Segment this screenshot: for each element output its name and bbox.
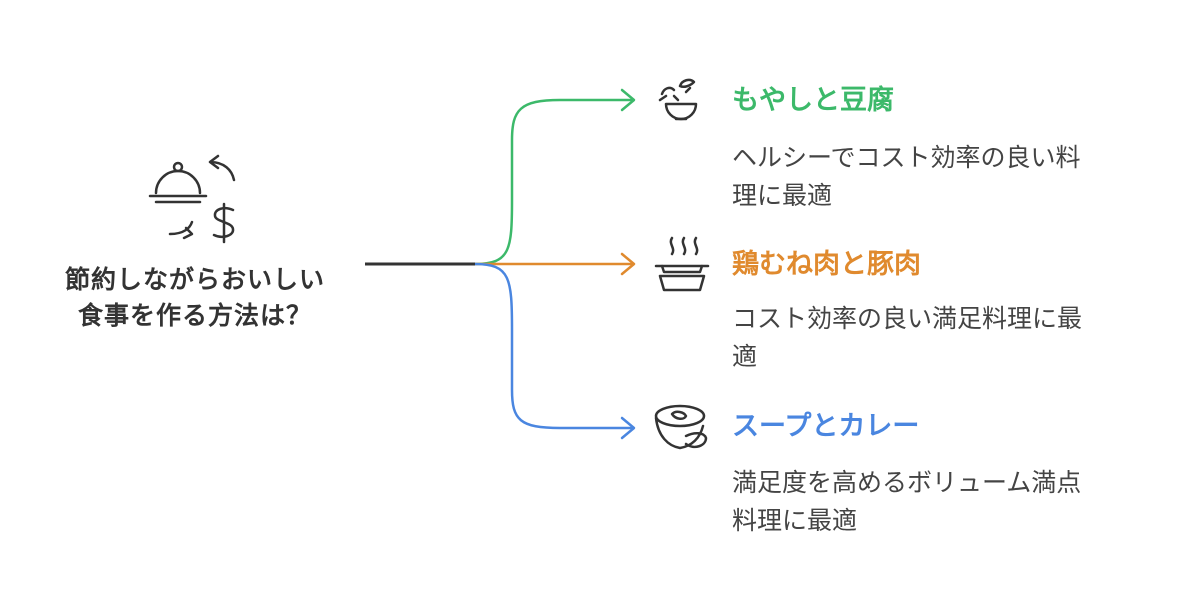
branch-2-description-line-1: コスト効率の良い満足料理に最 bbox=[732, 304, 1083, 333]
branch-2-description-line-2: 適 bbox=[732, 342, 758, 371]
branch-1-title: もやしと豆腐 bbox=[732, 85, 894, 116]
soup-bowl-spoon-icon bbox=[654, 404, 708, 450]
branch-3-description-line-1: 満足度を高めるボリューム満点 bbox=[732, 468, 1082, 497]
branch-3-description: 満足度を高めるボリューム満点 料理に最適 bbox=[732, 464, 1172, 540]
branch-3-description-line-2: 料理に最適 bbox=[732, 506, 858, 535]
connector-branch-1 bbox=[474, 98, 632, 266]
branch-2-title: 鶏むね肉と豚肉 bbox=[732, 249, 921, 280]
sprouts-bowl-icon bbox=[658, 78, 698, 121]
branch-1-description: ヘルシーでコスト効率の良い料 理に最適 bbox=[732, 139, 1172, 215]
connector-branch-3 bbox=[474, 262, 632, 430]
branch-1-description-line-2: 理に最適 bbox=[732, 181, 833, 210]
arrowhead-branch-3 bbox=[620, 416, 636, 440]
root-question-line-1: 節約しながらおいしい bbox=[64, 265, 325, 294]
branch-1-description-line-1: ヘルシーでコスト効率の良い料 bbox=[732, 143, 1081, 172]
branch-2-description: コスト効率の良い満足料理に最 適 bbox=[732, 300, 1172, 376]
root-question: 節約しながらおいしい 食事を作る方法は？ bbox=[30, 262, 360, 334]
root-question-line-2: 食事を作る方法は？ bbox=[77, 301, 312, 330]
cloche-money-cycle-icon bbox=[148, 154, 236, 244]
branch-3-title: スープとカレー bbox=[732, 411, 920, 442]
steaming-dish-icon bbox=[654, 236, 710, 292]
arrowhead-branch-1 bbox=[620, 88, 636, 112]
arrowhead-branch-2 bbox=[620, 252, 636, 276]
